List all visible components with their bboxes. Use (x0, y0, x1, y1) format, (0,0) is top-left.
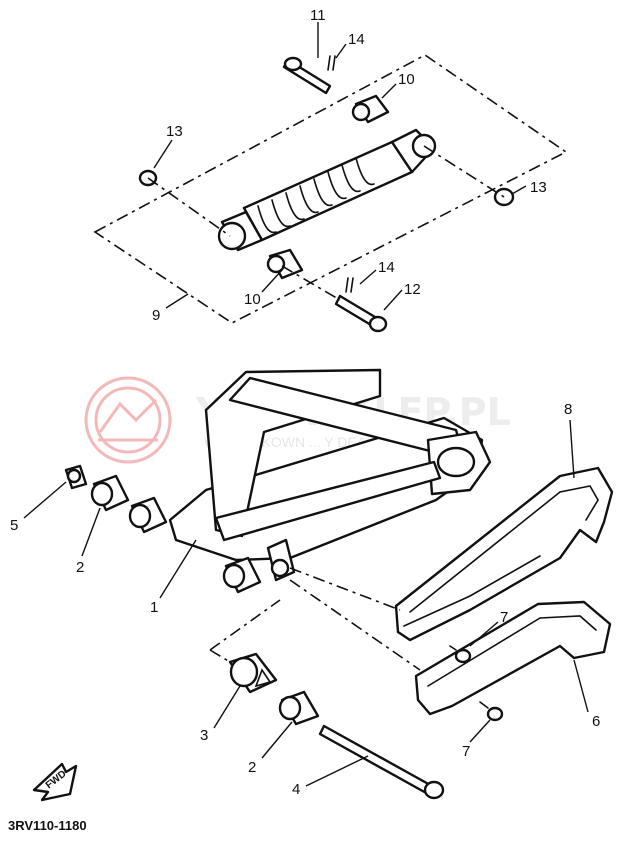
callout-11: 11 (310, 7, 326, 24)
callout-labels: 11 14 10 13 13 14 12 10 9 8 5 2 1 7 6 7 … (10, 7, 600, 798)
callout-13-right: 13 (530, 179, 547, 196)
chain-guide (414, 600, 612, 716)
lower-bushing (266, 248, 304, 280)
callout-5: 5 (10, 517, 18, 534)
pivot-nut (64, 464, 88, 490)
pivot-bushing-left (128, 496, 168, 534)
callout-1: 1 (150, 599, 158, 616)
callout-10-upper: 10 (398, 71, 415, 88)
collar-left (90, 474, 130, 512)
collar-lower (278, 690, 320, 726)
upper-bolt (282, 56, 332, 95)
callout-10-lower: 10 (244, 291, 261, 308)
pivot-shaft-bolt (318, 724, 445, 800)
assembly-center-lines (147, 145, 505, 671)
callout-3: 3 (200, 727, 208, 744)
callout-4: 4 (292, 781, 300, 798)
rear-shock-absorber (217, 128, 437, 252)
callout-8: 8 (564, 401, 572, 418)
pivot-bushing-right (222, 556, 262, 594)
catalog-code: 3RV110-1180 (8, 818, 87, 833)
leader-lines (23, 22, 589, 787)
swing-arm (168, 368, 492, 582)
callout-9: 9 (152, 307, 160, 324)
callout-2-lower: 2 (248, 759, 256, 776)
callout-7-upper: 7 (500, 609, 508, 626)
callout-2-upper: 2 (76, 559, 84, 576)
callout-14-upper: 14 (348, 31, 365, 48)
upper-cotter-pin (327, 55, 336, 71)
screw-lower (479, 701, 504, 722)
forward-arrow-icon: FWD (32, 762, 78, 802)
lower-pin (334, 294, 388, 333)
callout-13-left: 13 (166, 123, 183, 140)
upper-bushing (351, 94, 390, 124)
callout-12: 12 (404, 281, 421, 298)
callout-7-lower: 7 (462, 743, 470, 760)
screw-upper (449, 645, 472, 664)
pivot-shaft-bushing (228, 652, 278, 694)
shock-group-outline (93, 54, 568, 324)
callout-14-lower: 14 (378, 259, 395, 276)
callout-6: 6 (592, 713, 600, 730)
lower-cotter-pin (345, 277, 354, 293)
chain-case (394, 466, 614, 642)
watermark-logo-icon (84, 376, 172, 464)
